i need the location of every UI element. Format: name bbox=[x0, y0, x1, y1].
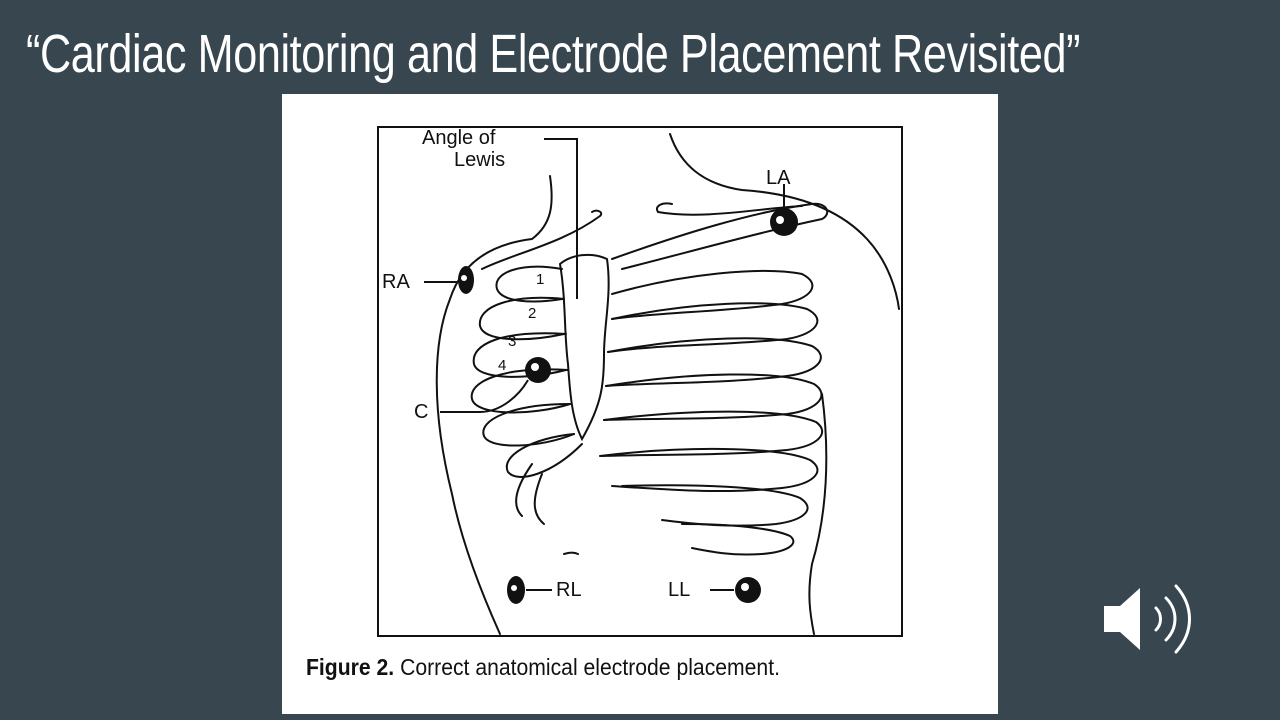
label-la: LA bbox=[766, 167, 791, 189]
electrode-la-icon bbox=[770, 208, 798, 236]
label-rl: RL bbox=[556, 579, 582, 601]
chest-diagram: Angle of Lewis LA RA C RL LL 1 2 3 4 bbox=[377, 126, 903, 637]
diagram-frame bbox=[377, 126, 903, 637]
label-rib-4: 4 bbox=[498, 357, 506, 374]
label-angle-of: Angle of bbox=[422, 127, 496, 149]
label-ll: LL bbox=[668, 579, 690, 601]
electrode-c-icon bbox=[525, 357, 551, 383]
figure-image: Angle of Lewis LA RA C RL LL 1 2 3 4 Fig… bbox=[282, 94, 998, 714]
label-rib-1: 1 bbox=[536, 271, 544, 288]
slide-title: “Cardiac Monitoring and Electrode Placem… bbox=[26, 24, 1081, 84]
electrode-rl-icon bbox=[507, 576, 525, 604]
torso-outline bbox=[435, 133, 900, 635]
figure-caption: Figure 2. Correct anatomical electrode p… bbox=[306, 654, 780, 681]
label-c: C bbox=[414, 401, 428, 423]
label-ra: RA bbox=[382, 271, 410, 293]
speaker-icon bbox=[1104, 584, 1191, 654]
label-rib-2: 2 bbox=[528, 305, 536, 322]
label-rib-3: 3 bbox=[508, 333, 516, 350]
leader-lines bbox=[424, 138, 785, 591]
audio-button[interactable] bbox=[1100, 578, 1200, 658]
label-lewis: Lewis bbox=[454, 149, 505, 171]
figure-caption-text: Correct anatomical electrode placement. bbox=[394, 654, 780, 680]
electrode-ra-icon bbox=[458, 266, 474, 294]
figure-caption-number: Figure 2. bbox=[306, 654, 395, 680]
electrode-ll-icon bbox=[735, 577, 761, 603]
